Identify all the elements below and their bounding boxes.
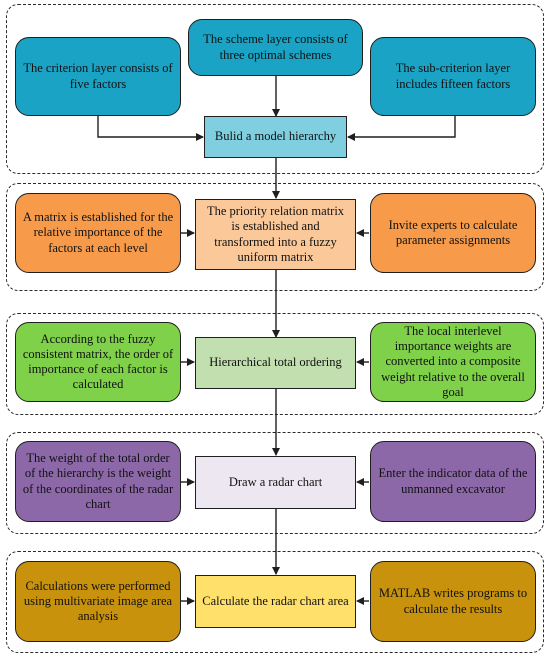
stage-1-container: [6, 4, 544, 174]
image-area-analysis-box: Calculations were performed using multiv…: [15, 561, 181, 642]
radar-coordinate-weight-box: The weight of the total order of the hie…: [15, 441, 181, 522]
relative-importance-matrix-box: A matrix is established for the relative…: [15, 193, 181, 273]
stage-4-container: [6, 432, 544, 534]
priority-relation-matrix-box: The priority relation matrix is establis…: [195, 199, 356, 270]
importance-order-box: According to the fuzzy consistent matrix…: [15, 322, 181, 402]
scheme-layer-box: The scheme layer consists of three optim…: [188, 19, 363, 76]
hierarchical-total-ordering-box: Hierarchical total ordering: [195, 337, 356, 389]
stage-5-container: [6, 551, 544, 653]
draw-radar-chart-box: Draw a radar chart: [195, 456, 356, 509]
matlab-program-box: MATLAB writes programs to calculate the …: [370, 561, 536, 642]
expert-assignment-box: Invite experts to calculate parameter as…: [370, 193, 536, 273]
stage-2-container: [6, 183, 544, 291]
excavator-indicator-data-box: Enter the indicator data of the unmanned…: [370, 441, 536, 522]
stage-3-container: [6, 313, 544, 415]
composite-weight-box: The local interlevel importance weights …: [370, 322, 536, 402]
calculate-radar-area-box: Calculate the radar chart area: [195, 575, 356, 628]
criterion-layer-box: The criterion layer consists of five fac…: [15, 37, 181, 116]
build-model-hierarchy-box: Bulid a model hierarchy: [204, 116, 347, 158]
sub-criterion-layer-box: The sub-criterion layer includes fifteen…: [370, 37, 536, 116]
